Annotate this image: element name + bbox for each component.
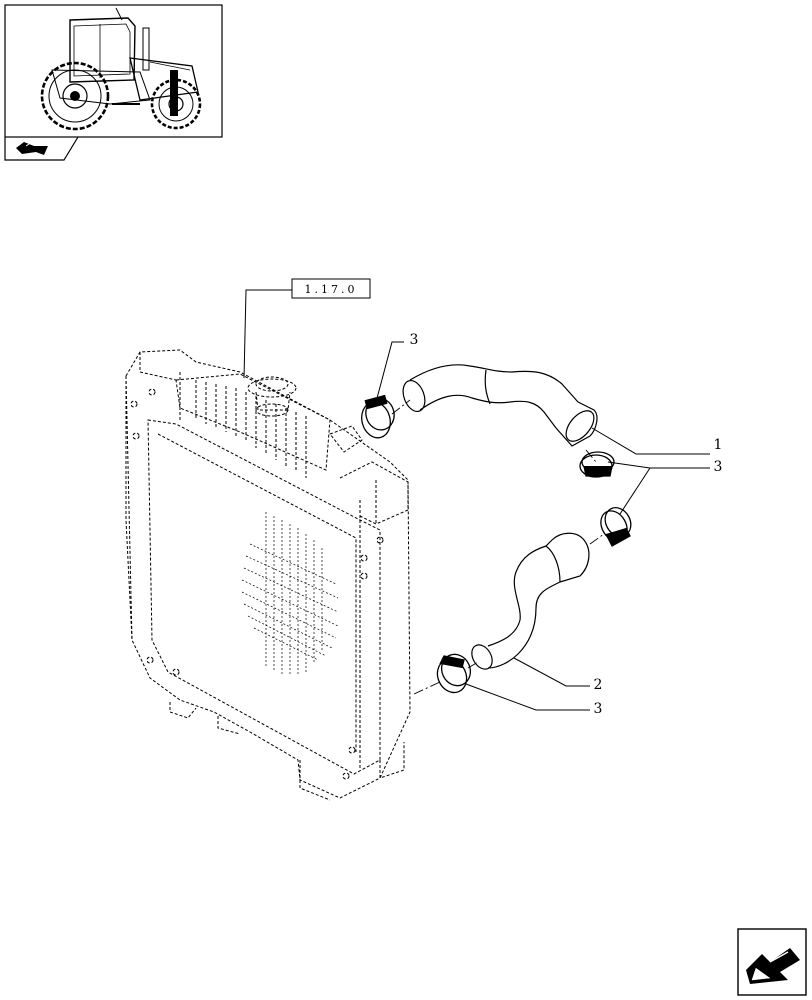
alignment-lines — [391, 399, 605, 695]
next-page-arrow-icon[interactable] — [737, 928, 807, 996]
clamp-lower-right[interactable] — [596, 503, 636, 547]
clamp-upper-right[interactable] — [579, 451, 615, 478]
callout-number: 1 — [714, 437, 723, 453]
reference-box-label: 1.17.0 — [305, 283, 358, 296]
callout-number: 2 — [594, 677, 603, 693]
upper-hose[interactable] — [399, 364, 599, 447]
clamp-lower-left[interactable] — [432, 650, 475, 698]
section-arrow-icon[interactable] — [4, 136, 79, 161]
reference-leader-line — [243, 289, 292, 379]
clamp-upper-left[interactable] — [358, 394, 398, 441]
radiator — [125, 349, 411, 801]
callout-number: 3 — [410, 332, 419, 348]
callout-number: 3 — [714, 459, 723, 475]
tractor-thumbnail-icon[interactable] — [4, 4, 223, 138]
callout-number: 3 — [594, 701, 603, 717]
callout-leaders — [375, 341, 710, 711]
reference-box[interactable]: 1.17.0 — [291, 278, 371, 299]
lower-hose[interactable] — [468, 532, 590, 673]
radiator-core-mesh — [241, 512, 339, 676]
